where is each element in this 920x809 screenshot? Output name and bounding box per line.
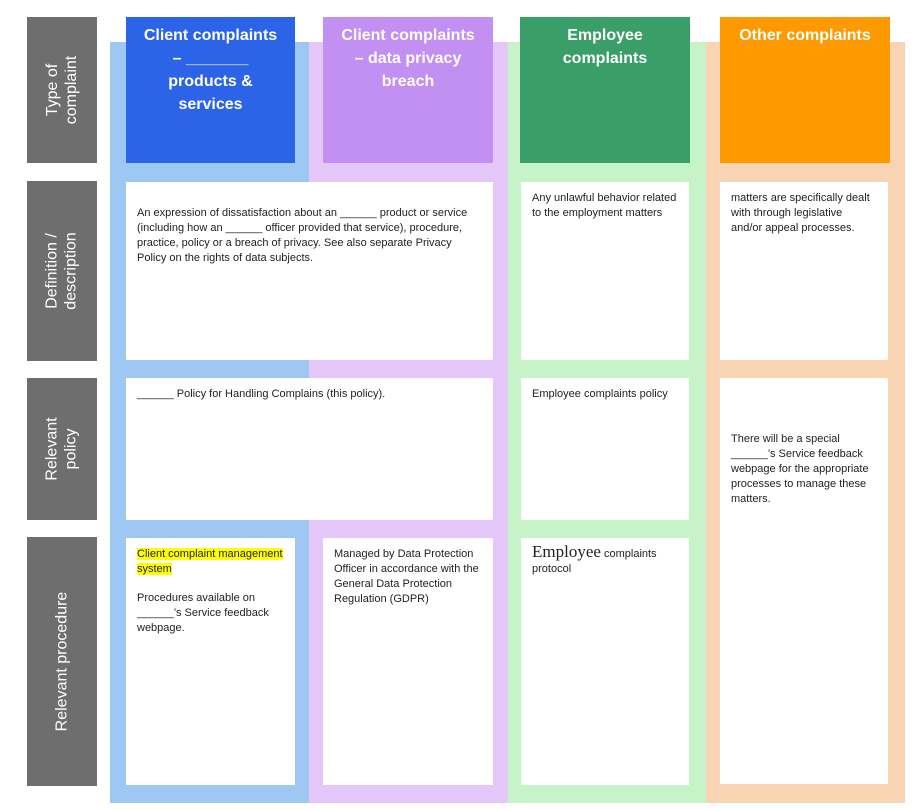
procedure-employee-text: complaints protocol bbox=[532, 548, 657, 575]
policy-other-text: There will be a special ______’s Service… bbox=[731, 433, 869, 505]
row-label-definition: Definition / description bbox=[27, 181, 97, 361]
card-procedure-client: Client complaint management system Proce… bbox=[126, 538, 295, 785]
column-header-privacy: Client complaints – data privacy breach bbox=[323, 17, 493, 163]
card-definition-employee: Any unlawful behavior related to the emp… bbox=[521, 182, 689, 360]
procedure-privacy-text: Managed by Data Protection Officer in ac… bbox=[334, 548, 479, 605]
procedure-client-text: Procedures available on ______’s Service… bbox=[137, 592, 269, 634]
column-header-other: Other complaints bbox=[720, 17, 890, 163]
card-definition-client: An expression of dissatisfaction about a… bbox=[126, 182, 493, 360]
card-policy-client: ______ Policy for Handling Complains (th… bbox=[126, 378, 493, 520]
row-label-procedure: Relevant procedure bbox=[27, 537, 97, 786]
row-label-policy-text: Relevant policy bbox=[44, 417, 80, 481]
policy-employee-text: Employee complaints policy bbox=[532, 388, 668, 400]
row-label-procedure-text: Relevant procedure bbox=[53, 591, 71, 732]
policy-client-text: ______ Policy for Handling Complains (th… bbox=[137, 388, 386, 400]
column-header-client: Client complaints – _______ products & s… bbox=[126, 17, 295, 163]
definition-client-text: An expression of dissatisfaction about a… bbox=[137, 207, 468, 264]
definition-other-text: matters are specifically dealt with thro… bbox=[731, 192, 870, 234]
card-definition-other: matters are specifically dealt with thro… bbox=[720, 182, 888, 360]
procedure-client-highlight: Client complaint management system bbox=[137, 548, 283, 575]
row-label-definition-text: Definition / description bbox=[44, 232, 80, 310]
definition-employee-text: Any unlawful behavior related to the emp… bbox=[532, 192, 677, 219]
column-header-employee: Employee complaints bbox=[520, 17, 690, 163]
card-procedure-privacy: Managed by Data Protection Officer in ac… bbox=[323, 538, 493, 785]
card-procedure-employee: Employee complaints protocol bbox=[521, 538, 689, 785]
procedure-employee-big-word: Employee bbox=[532, 542, 601, 561]
row-label-type-text: Type of complaint bbox=[43, 55, 80, 125]
row-label-type: Type of complaint bbox=[27, 17, 97, 163]
card-policy-other: There will be a special ______’s Service… bbox=[720, 378, 888, 784]
row-label-policy: Relevant policy bbox=[27, 378, 97, 520]
card-policy-employee: Employee complaints policy bbox=[521, 378, 689, 520]
